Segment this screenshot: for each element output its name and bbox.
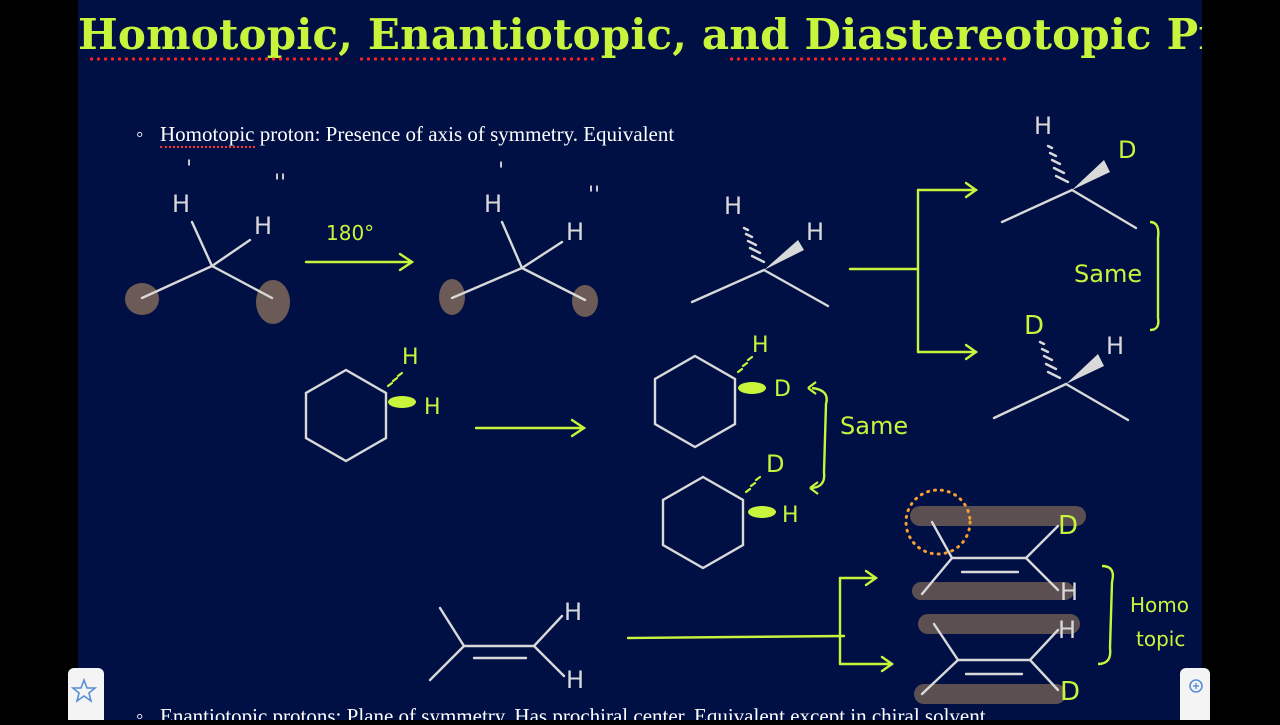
slide: Homotopic, Enantiotopic, and Diastereoto… — [78, 0, 1202, 720]
branch-arrows-top — [848, 181, 979, 361]
same-bracket-mid: Same — [807, 381, 908, 495]
bullet-text: proton: Presence of axis of symmetry. Eq… — [254, 122, 675, 146]
atom-label: H — [564, 598, 582, 626]
alkene-1: H H — [428, 598, 584, 694]
atom-label: D — [774, 377, 791, 402]
slide-title: Homotopic, Enantiotopic, and Diastereoto… — [78, 10, 1202, 59]
atom-label: H — [484, 190, 502, 218]
spellcheck-underline — [358, 56, 594, 62]
zoom-icon — [1189, 679, 1203, 693]
alkene-3: H D — [920, 616, 1080, 707]
atom-label: H — [782, 503, 799, 528]
cyclohexane-arrow — [474, 418, 587, 438]
bullet-text: Enantiotopic protons: Plane of symmetry.… — [160, 704, 986, 720]
wedge-bond — [1072, 160, 1110, 190]
branch-arrows-bottom — [626, 569, 895, 673]
highlight-stripes — [910, 506, 1086, 704]
cyclohexane-3: D H — [661, 450, 799, 570]
wedge-bond — [1066, 354, 1104, 384]
topic-label: topic — [1136, 627, 1185, 651]
homo-label: Homo — [1130, 593, 1189, 617]
atom-label: H — [254, 212, 272, 240]
dotted-circle — [904, 488, 972, 556]
atom-label: D — [766, 450, 784, 478]
bullet-homotopic: ◦ Homotopic proton: Presence of axis of s… — [136, 122, 675, 148]
atom-label: H — [1060, 578, 1078, 606]
molecule-4: H D — [1000, 112, 1138, 230]
wedge-scribble — [738, 382, 766, 394]
rotation-label: 180° — [326, 221, 374, 245]
same-label: Same — [1074, 260, 1142, 288]
atom-label: H — [1106, 332, 1124, 360]
atom-label: H — [566, 666, 584, 694]
atom-label: H — [172, 190, 190, 218]
right-edge-button[interactable] — [1180, 668, 1210, 720]
atom-label: D — [1118, 136, 1136, 164]
homotopic-bracket: Homo topic — [1097, 564, 1189, 666]
rotation-arrow: 180° — [304, 221, 415, 272]
same-label: Same — [840, 412, 908, 440]
prime-label: ' — [186, 157, 192, 182]
star-icon — [70, 677, 98, 703]
spellcheck-underline — [728, 56, 1008, 62]
molecule-5: D H — [992, 311, 1130, 422]
highlight-blob — [256, 280, 290, 324]
bullet-enantiotopic: ◦ Enantiotopic protons: Plane of symmetry… — [136, 704, 986, 720]
cyclohexane-2: H D — [653, 333, 791, 449]
term-homotopic: Homotopic — [160, 122, 255, 148]
atom-label: H — [724, 192, 742, 220]
wedge-scribble — [748, 506, 776, 518]
atom-label: D — [1058, 511, 1078, 541]
molecule-1: H ' H '' — [125, 157, 290, 324]
atom-label: H — [752, 333, 769, 358]
same-bracket-top: Same — [1074, 220, 1160, 332]
left-edge-button[interactable] — [68, 668, 104, 720]
atom-label: D — [1024, 311, 1044, 341]
atom-label: H — [1034, 112, 1052, 140]
atom-label: H — [806, 218, 824, 246]
atom-label: H — [1058, 616, 1076, 644]
atom-label: D — [1060, 677, 1080, 707]
prime-label: '' — [274, 171, 286, 196]
wedge-bond — [764, 240, 804, 270]
molecule-3: H H — [690, 192, 830, 308]
atom-label: H — [424, 395, 441, 420]
alkene-2: D H — [904, 488, 1078, 606]
wedge-scribble — [388, 396, 416, 408]
prime-label: ' — [498, 159, 504, 184]
bullet-marker: ◦ — [136, 122, 144, 146]
atom-label: H — [402, 345, 419, 370]
cyclohexane-1: H H — [304, 345, 441, 463]
molecule-2: H ' H '' — [439, 159, 600, 317]
spellcheck-underline — [88, 56, 340, 62]
bullet-marker: ◦ — [136, 704, 144, 720]
atom-label: H — [566, 218, 584, 246]
prime-label: '' — [588, 183, 600, 208]
